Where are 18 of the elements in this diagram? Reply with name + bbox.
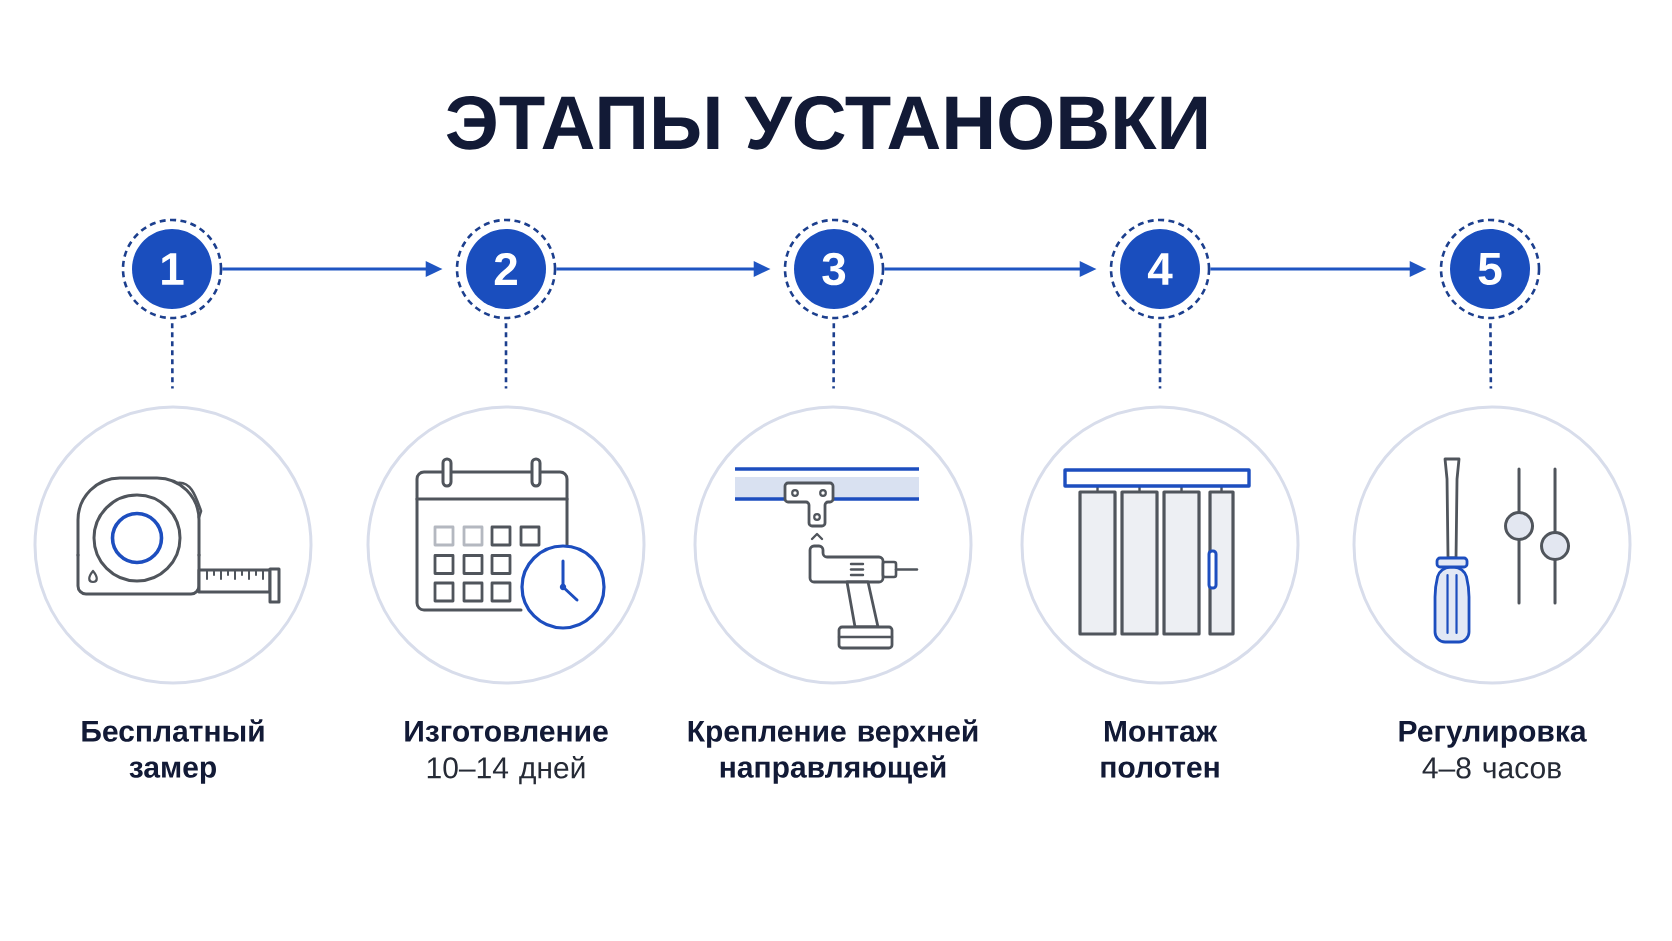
connector-line [1489, 323, 1493, 389]
step-title: Крепление верхней направляющей [688, 719, 978, 784]
number-badge: 3 [783, 218, 885, 320]
number-badge: 2 [455, 218, 557, 320]
step-title: Регулировка [1399, 720, 1587, 748]
connector-line [832, 323, 836, 389]
step-title: Бесплатный замер [82, 719, 264, 784]
step-title: Монтаж полотен [1101, 720, 1219, 778]
connector-line [1158, 323, 1162, 389]
duration-text: 10–14 дней [427, 755, 585, 785]
title: ЭТАПЫ УСТАНОВКИ [446, 95, 1207, 150]
number-badge: 5 [1439, 218, 1541, 320]
connector-line [170, 323, 174, 389]
step-title: Изготовление [405, 720, 608, 742]
duration-text: 4–8 часов [1422, 757, 1561, 779]
number-badge: 4 [1109, 218, 1211, 320]
connector-line [504, 323, 508, 389]
number-badge: 1 [121, 218, 223, 320]
